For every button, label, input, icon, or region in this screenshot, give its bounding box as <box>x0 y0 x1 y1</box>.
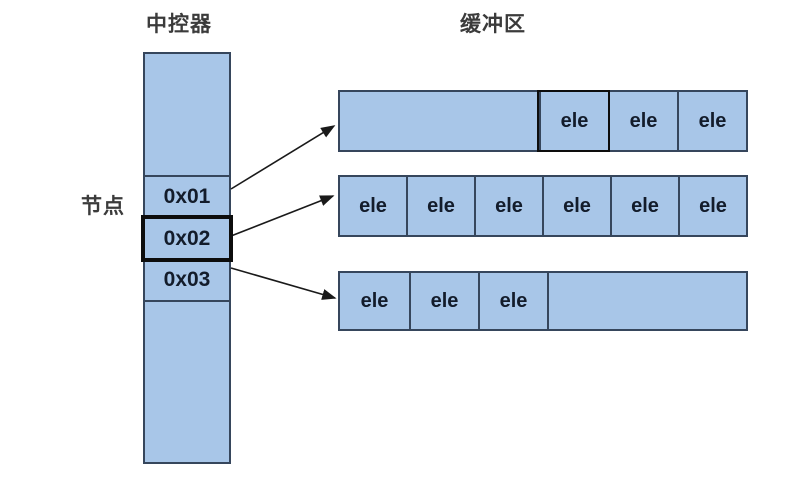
arrow-0x03-to-buffer-3 <box>230 267 337 300</box>
address-label: 0x03 <box>163 268 211 291</box>
ele-label: ele <box>563 194 591 217</box>
controller-cell-0x01: 0x01 <box>143 175 231 219</box>
buffer-title: 缓冲区 <box>460 13 526 36</box>
ele-label: ele <box>499 289 528 312</box>
controller-cell-0x03: 0x03 <box>143 258 231 302</box>
ele-label: ele <box>631 194 659 217</box>
buffer-cell-ele: ele <box>610 177 678 235</box>
buffer-row-3: ele ele ele <box>338 271 748 331</box>
address-label: 0x02 <box>163 226 211 250</box>
buffer-row-1: ele ele ele <box>338 90 748 152</box>
buffer-cell-empty <box>340 92 539 150</box>
ele-label: ele <box>560 109 589 132</box>
ele-label: ele <box>430 289 459 312</box>
ele-label: ele <box>360 289 389 312</box>
ele-label: ele <box>629 109 658 132</box>
arrow-0x02-to-buffer-2 <box>230 195 335 237</box>
buffer-cell-ele: ele <box>406 177 474 235</box>
node-label: 节点 <box>81 195 125 218</box>
buffer-cell-ele: ele <box>678 177 746 235</box>
ele-label: ele <box>698 109 727 132</box>
address-label: 0x01 <box>163 185 211 208</box>
buffer-cell-empty <box>547 273 746 329</box>
buffer-row-2: ele ele ele ele ele ele <box>338 175 748 237</box>
buffer-cell-ele: ele <box>542 177 610 235</box>
ele-label: ele <box>495 194 523 217</box>
ele-label: ele <box>699 194 727 217</box>
buffer-cell-ele: ele <box>478 273 547 329</box>
ele-label: ele <box>427 194 455 217</box>
controller-cell-0x02: 0x02 <box>143 217 231 260</box>
buffer-cell-ele-highlighted: ele <box>539 92 608 150</box>
controller-title: 中控器 <box>146 13 212 36</box>
ele-label: ele <box>359 194 387 217</box>
buffer-cell-ele: ele <box>474 177 542 235</box>
buffer-cell-ele: ele <box>340 273 409 329</box>
buffer-cell-ele: ele <box>340 177 406 235</box>
buffer-cell-ele: ele <box>409 273 478 329</box>
arrow-0x01-to-buffer-1 <box>230 125 336 190</box>
buffer-cell-ele: ele <box>677 92 746 150</box>
buffer-cell-ele: ele <box>608 92 677 150</box>
